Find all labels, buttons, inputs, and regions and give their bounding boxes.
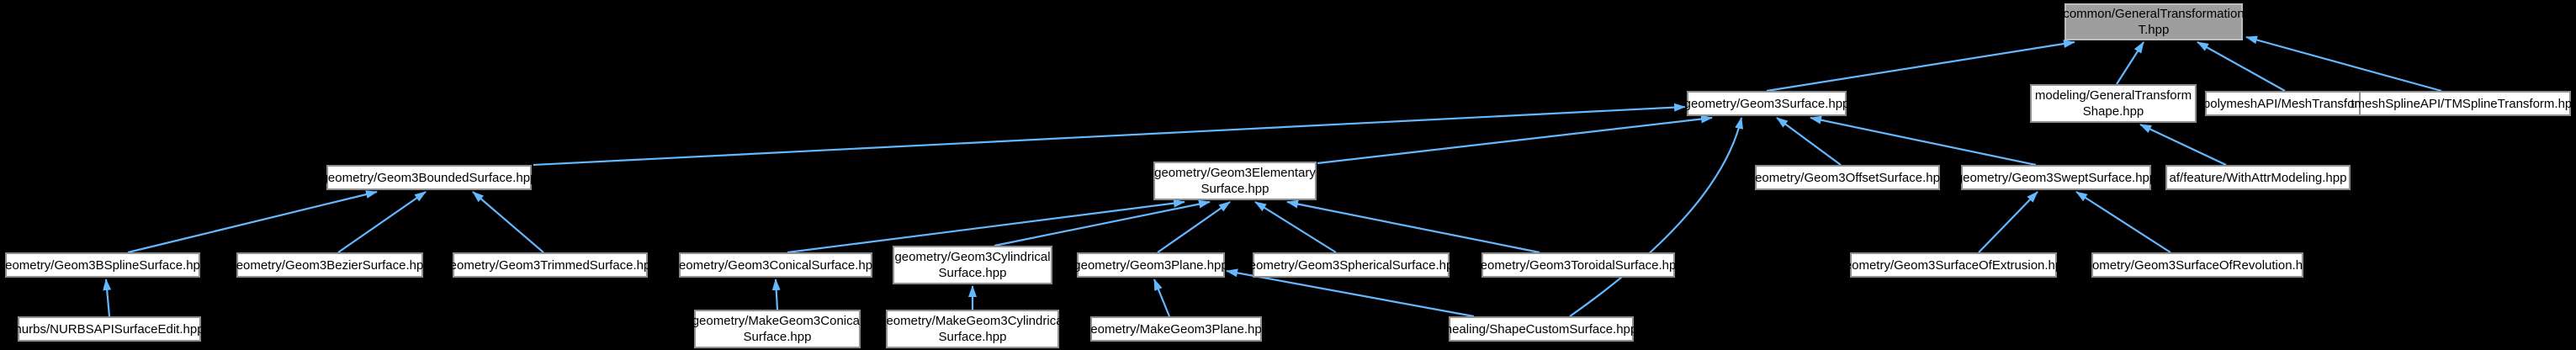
edge-geom3-cylindrical-surface-to-geom3-elementary-surface [994, 199, 1211, 247]
graph-node-label: tmeshSplineAPI/TMSplineTransform.hpp [2351, 96, 2576, 111]
graph-node-label: Surface.hpp [938, 266, 1007, 280]
graph-node-label: geometry/MakeGeom3Plane.hpp [1083, 321, 1269, 337]
edge-make-geom3-conical-surface-to-geom3-conical-surface [771, 278, 781, 310]
graph-node-label: geometry/Geom3Plane.hpp [1073, 257, 1228, 273]
graph-node-label: Surface.hpp [938, 330, 1007, 344]
graph-node-label: geometry/Geom3SurfaceOfExtrusion.hpp [1837, 257, 2070, 273]
edge-general-transform-shape-to-general-transformation-t [2116, 41, 2144, 85]
graph-node-with-attr-modeling[interactable]: af/feature/WithAttrModeling.hpp [2165, 165, 2351, 190]
graph-node-geom3-trimmed-surface[interactable]: geometry/Geom3TrimmedSurface.hpp [443, 252, 658, 278]
graph-node-geom3-swept-surface[interactable]: geometry/Geom3SweptSurface.hpp [1956, 165, 2156, 190]
graph-node-label: geometry/Geom3SphericalSurface.hpp [1242, 257, 1460, 273]
graph-node-label: geometry/Geom3Cylindrical [894, 250, 1051, 264]
edge-geom3-surface-to-general-transformation-t [1766, 40, 2075, 93]
graph-node-label: polymeshAPI/MeshTransform.hpp [2202, 96, 2394, 111]
graph-node-label: af/feature/WithAttrModeling.hpp [2169, 170, 2347, 185]
edge-geom3-toroidal-surface-to-geom3-elementary-surface [1286, 199, 1540, 254]
graph-node-geom3-offset-surface[interactable]: geometry/Geom3OffsetSurface.hpp [1748, 165, 1947, 190]
edge-geom3-surface-of-extrusion-to-geom3-swept-surface [1978, 191, 2038, 253]
edge-geom3-bspline-surface-to-geom3-bounded-surface [127, 190, 378, 254]
edge-tmspline-transform-to-general-transformation-t [2245, 35, 2442, 93]
graph-node-label: Shape.hpp [2082, 104, 2144, 119]
graph-node-label: modeling/GeneralTransform [2034, 88, 2192, 103]
graph-node-label: geometry/Geom3SweptSurface.hpp [1955, 170, 2157, 185]
graph-node-label: geometry/Geom3BezierSurface.hpp [229, 257, 431, 273]
edge-geom3-plane-to-geom3-elementary-surface [1157, 201, 1231, 253]
graph-node-nurbsapi-surface-edit[interactable]: nurbs/NURBSAPISurfaceEdit.hpp [14, 316, 204, 342]
graph-node-label: Surface.hpp [743, 330, 812, 344]
edge-with-attr-modeling-to-general-transform-shape [2139, 124, 2227, 166]
graph-node-label: geometry/Geom3Elementary [1154, 166, 1316, 180]
graph-node-geom3-toroidal-surface[interactable]: geometry/Geom3ToroidalSurface.hpp [1473, 252, 1683, 278]
graph-node-label: geometry/Geom3Surface.hpp [1683, 96, 1850, 111]
edge-geom3-elementary-surface-to-geom3-surface [1317, 114, 1713, 165]
edge-geom3-conical-surface-to-geom3-elementary-surface [787, 199, 1185, 254]
graph-node-label: geometry/Geom3TrimmedSurface.hpp [443, 257, 658, 273]
graph-node-label: geometry/Geom3BoundedSurface.hpp [321, 170, 538, 185]
graph-node-label: healing/ShapeCustomSurface.hpp [1444, 321, 1638, 337]
graph-node-shape-custom-surface[interactable]: healing/ShapeCustomSurface.hpp [1445, 316, 1637, 342]
graph-node-label: T.hpp [2138, 23, 2170, 37]
graph-node-label: geometry/Geom3BSplineSurface.hpp [0, 257, 208, 273]
graph-node-geom3-bezier-surface[interactable]: geometry/Geom3BezierSurface.hpp [229, 252, 431, 278]
edge-geom3-swept-surface-to-geom3-surface [1810, 115, 2037, 167]
graph-node-geom3-surface-of-revolution[interactable]: geometry/Geom3SurfaceOfRevolution.hpp [2078, 252, 2317, 278]
graph-node-label: geometry/Geom3ConicalSurface.hpp [671, 257, 880, 273]
graph-node-geom3-spherical-surface[interactable]: geometry/Geom3SphericalSurface.hpp [1242, 252, 1460, 278]
graph-node-label: Surface.hpp [1201, 182, 1269, 196]
edge-geom3-trimmed-surface-to-geom3-bounded-surface [472, 191, 544, 253]
graph-node-label: geometry/Geom3OffsetSurface.hpp [1747, 170, 1948, 185]
graph-node-geom3-surface-of-extrusion[interactable]: geometry/Geom3SurfaceOfExtrusion.hpp [1837, 252, 2070, 278]
graph-node-label: common/GeneralTransformation [2063, 7, 2245, 21]
edge-geom3-bounded-surface-to-geom3-surface [533, 103, 1686, 167]
graph-node-make-geom3-plane[interactable]: geometry/MakeGeom3Plane.hpp [1084, 316, 1269, 342]
graph-node-label: geometry/MakeGeom3Cylindrical [879, 314, 1066, 328]
graph-node-label: nurbs/NURBSAPISurfaceEdit.hpp [14, 321, 204, 337]
edge-geom3-offset-surface-to-geom3-surface [1776, 117, 1842, 166]
graph-node-label: geometry/Geom3ToroidalSurface.hpp [1473, 257, 1683, 273]
graph-node-geom3-bounded-surface[interactable]: geometry/Geom3BoundedSurface.hpp [321, 165, 537, 190]
graph-node-label: geometry/Geom3SurfaceOfRevolution.hpp [2078, 257, 2317, 273]
graph-node-geom3-conical-surface[interactable]: geometry/Geom3ConicalSurface.hpp [672, 252, 879, 278]
edge-shape-custom-surface-to-geom3-plane [1226, 268, 1475, 318]
edge-geom3-spherical-surface-to-geom3-elementary-surface [1254, 201, 1337, 253]
graph-node-geom3-plane[interactable]: geometry/Geom3Plane.hpp [1073, 252, 1228, 278]
edge-mesh-transform-to-general-transformation-t [2197, 41, 2286, 92]
edge-geom3-bezier-surface-to-geom3-bounded-surface [337, 191, 427, 253]
edges [103, 35, 2442, 318]
edge-make-geom3-plane-to-geom3-plane [1153, 278, 1171, 317]
graph-node-geom3-bspline-surface[interactable]: geometry/Geom3BSplineSurface.hpp [0, 252, 207, 278]
graph-node-geom3-surface[interactable]: geometry/Geom3Surface.hpp [1683, 91, 1850, 116]
edge-shape-custom-surface-to-geom3-surface [1569, 117, 1743, 317]
edge-nurbsapi-surface-edit-to-geom3-bspline-surface [103, 278, 112, 317]
graph-node-label: geometry/MakeGeom3Conical [692, 314, 863, 328]
graph-node-tmspline-transform[interactable]: tmeshSplineAPI/TMSplineTransform.hpp [2351, 91, 2576, 116]
edge-geom3-surface-of-revolution-to-geom3-swept-surface [2075, 191, 2171, 253]
